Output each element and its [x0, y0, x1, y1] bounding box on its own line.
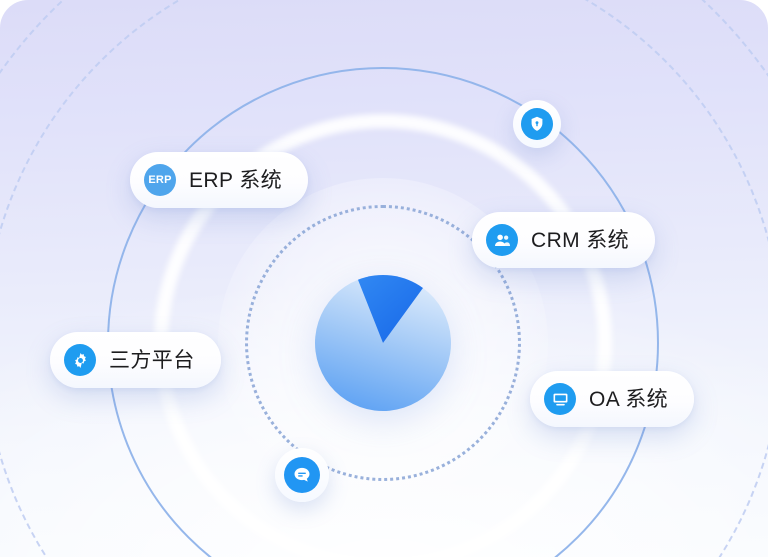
node-pill-erp[interactable]: ERP ERP 系统	[130, 152, 309, 208]
node-pill-third-party[interactable]: 三方平台	[50, 332, 221, 388]
node-pill-label: 三方平台	[109, 348, 195, 372]
node-circle-security[interactable]	[513, 100, 561, 148]
pie-slice	[315, 279, 452, 412]
node-pill-oa[interactable]: OA 系统	[530, 371, 695, 427]
chat-bubble-icon	[284, 457, 320, 493]
node-pill-crm[interactable]: CRM 系统	[472, 212, 656, 268]
node-circle-chat[interactable]	[275, 448, 329, 502]
erp-badge-icon: ERP	[144, 164, 176, 196]
pie-chart	[313, 273, 453, 413]
shield-lock-icon	[521, 108, 553, 140]
pie-slice	[357, 275, 423, 343]
node-pill-label: ERP 系统	[189, 168, 283, 192]
gear-icon	[64, 344, 96, 376]
node-pill-label: CRM 系统	[531, 228, 630, 252]
monitor-icon	[544, 383, 576, 415]
node-pill-label: OA 系统	[589, 387, 669, 411]
erp-badge-text: ERP	[148, 173, 172, 186]
users-icon	[486, 224, 518, 256]
